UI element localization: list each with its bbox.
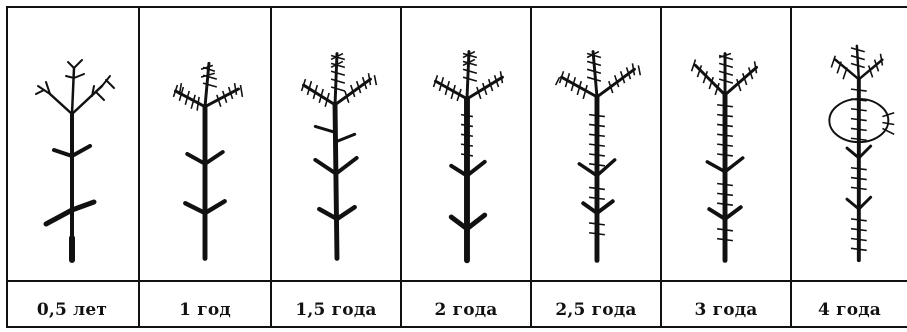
seedling-svg [792,24,907,282]
seedling-svg [402,24,530,282]
seedling-svg [272,24,400,282]
seedling-3-year-drawing [662,24,790,282]
stage-0: 0,5 лет [6,6,138,328]
stage-2: 1,5 года [270,6,400,328]
stage-3: 2 года [400,6,530,328]
seedling-svg [662,24,790,282]
stage-5: 3 года [660,6,790,328]
stage-label: 1 год [140,300,270,320]
seedling-4-year-drawing [792,24,907,282]
seedling-svg [6,24,138,282]
stage-label: 1,5 года [272,300,400,320]
seedling-1-year-drawing [140,24,270,282]
stage-label: 2,5 года [532,300,660,320]
stage-label: 4 года [792,300,907,320]
seedling-svg [532,24,660,282]
stage-4: 2,5 года [530,6,660,328]
seedling-2-year-drawing [402,24,530,282]
seedling-svg [140,24,270,282]
stage-label: 0,5 лет [6,300,138,320]
seedling-1.5-year-drawing [272,24,400,282]
stage-label: 3 года [662,300,790,320]
stage-label: 2 года [402,300,530,320]
seedling-0.5-year-drawing [6,24,138,282]
stage-6: 4 года [790,6,907,328]
stages-grid: 0,5 лет 1 год [6,6,907,328]
seedling-2.5-year-drawing [532,24,660,282]
stage-1: 1 год [138,6,270,328]
